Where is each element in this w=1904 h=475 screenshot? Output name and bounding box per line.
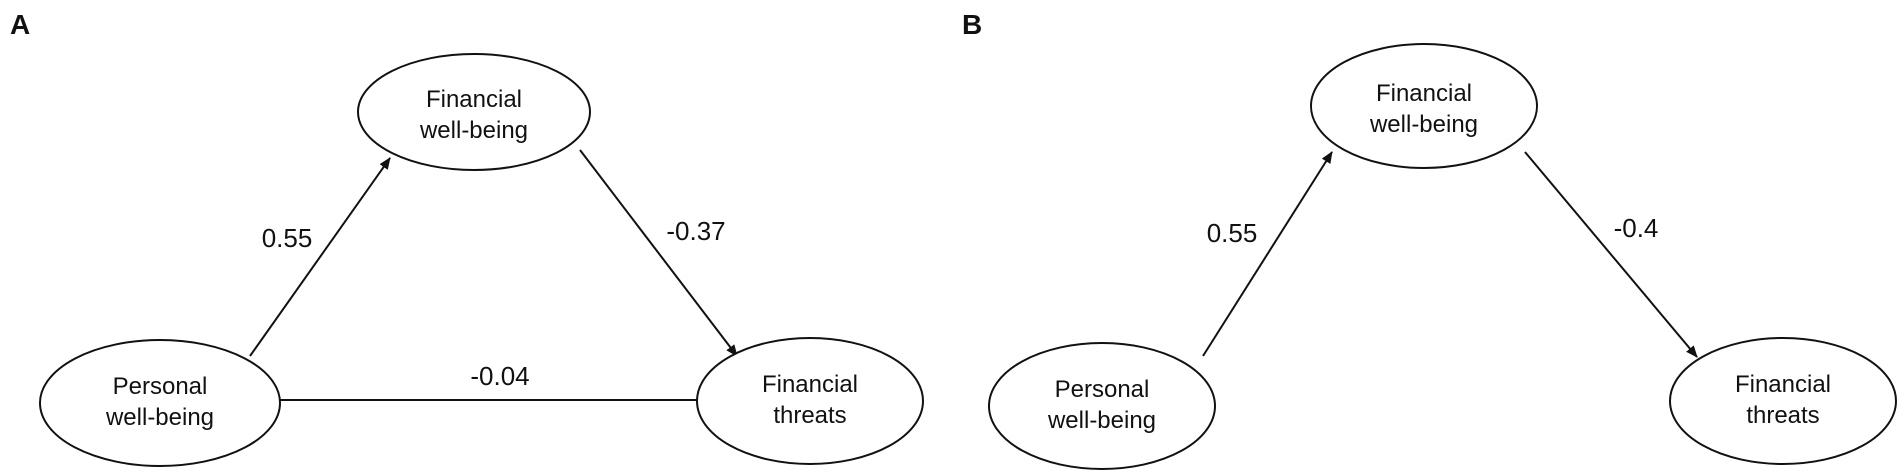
panel-a: A 0.55 -0.37 -0.04 Financial well-being … [10,9,924,467]
panel-a-node-financial-threats: Financial threats [696,337,924,465]
panel-b-coef-financial-wellbeing-to-threats: -0.4 [1614,213,1659,243]
panel-b-node-financial-threats-ellipse [1669,337,1897,465]
panel-a-node-personal-wellbeing: Personal well-being [39,339,281,467]
panel-b-node-financial-wellbeing-line2: well-being [1369,111,1478,138]
panel-b-node-financial-threats-line1: Financial [1735,371,1831,398]
panel-a-node-personal-wellbeing-ellipse [39,339,281,467]
panel-b-node-financial-wellbeing: Financial well-being [1310,43,1538,169]
panel-b-node-financial-threats-line2: threats [1746,402,1819,429]
panel-b-edge-financial-wellbeing-to-threats [1524,151,1698,358]
panel-a-node-financial-threats-ellipse [696,337,924,465]
panel-a-node-financial-wellbeing-ellipse [357,53,591,171]
panel-a-edge-financial-wellbeing-to-threats [579,149,738,357]
panel-b-node-personal-wellbeing-line1: Personal [1055,376,1150,403]
panel-b-node-financial-wellbeing-ellipse [1310,43,1538,169]
panel-a-label: A [10,9,30,40]
panel-a-node-personal-wellbeing-line2: well-being [105,404,214,431]
panel-a-node-personal-wellbeing-line1: Personal [113,373,208,400]
panel-b-coef-personal-to-financial-wellbeing: 0.55 [1207,218,1258,248]
panel-b: B 0.55 -0.4 Financial well-being Persona… [962,9,1897,470]
panel-b-edge-personal-to-financial-wellbeing [1202,151,1333,357]
panel-b-node-financial-threats: Financial threats [1669,337,1897,465]
panel-a-coef-personal-to-financial-wellbeing: 0.55 [262,223,313,253]
panel-a-node-financial-wellbeing-line2: well-being [419,117,528,144]
panel-b-node-financial-wellbeing-line1: Financial [1376,80,1472,107]
panel-a-node-financial-wellbeing-line1: Financial [426,86,522,113]
panel-a-node-financial-threats-line1: Financial [762,371,858,398]
panel-a-coef-personal-to-threats: -0.04 [470,361,529,391]
panel-b-node-personal-wellbeing-ellipse [988,342,1216,470]
panel-b-node-personal-wellbeing: Personal well-being [988,342,1216,470]
panel-b-label: B [962,9,982,40]
panel-b-node-personal-wellbeing-line2: well-being [1047,407,1156,434]
panel-a-node-financial-threats-line2: threats [773,402,846,429]
panel-a-edge-personal-to-financial-wellbeing [249,157,391,357]
panel-a-coef-financial-wellbeing-to-threats: -0.37 [666,216,725,246]
panel-a-node-financial-wellbeing: Financial well-being [357,53,591,171]
